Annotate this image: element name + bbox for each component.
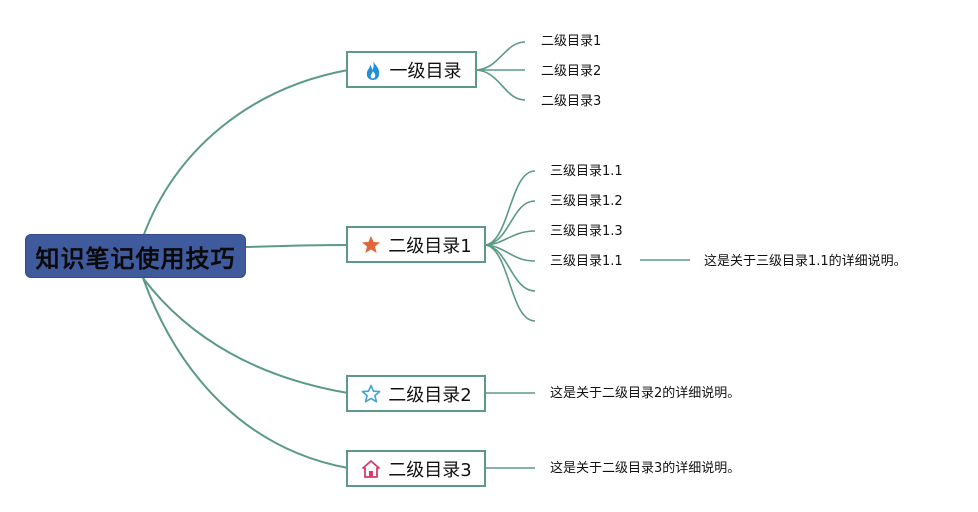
topic-node-1[interactable]: 一级目录 [346,51,477,88]
flame-icon [362,59,384,81]
subtopic-item[interactable]: 三级目录1.2 [550,194,623,209]
subtopic-item[interactable]: 三级目录1.1 [550,254,623,269]
connector-topic1-child3 [476,69,526,101]
connector-topic2-child1 [485,170,536,246]
connector-root-topic2 [245,244,349,248]
connector-root-topic4 [142,277,349,469]
connector-root-topic3 [142,277,349,394]
root-topic-label: 知识笔记使用技巧 [35,244,236,273]
subtopic-item[interactable]: 三级目录1.3 [550,224,623,239]
topic-label: 二级目录1 [388,235,472,257]
connector-root-topic1 [142,69,349,238]
topic-node-2[interactable]: 二级目录1 [346,226,486,263]
connector-topic1-child1 [476,41,526,71]
connector-topic2-child2 [485,200,536,246]
topic-node-3[interactable]: 二级目录2 [346,375,486,412]
topic-label: 二级目录2 [388,384,472,406]
subtopic-item[interactable]: 三级目录1.1 [550,164,623,179]
subtopic-detail[interactable]: 这是关于二级目录3的详细说明。 [550,461,741,476]
connector-topic2-child3 [485,230,536,246]
topic-label: 二级目录3 [388,459,472,481]
star-outline-icon [360,383,382,405]
star-filled-icon [360,234,382,256]
home-icon [360,458,382,480]
subtopic-item[interactable]: 二级目录1 [541,34,602,49]
topic-label: 一级目录 [389,60,462,82]
connector-topic2-child6 [485,244,536,322]
subtopic-item[interactable]: 二级目录3 [541,94,602,109]
topic-node-4[interactable]: 二级目录3 [346,450,486,487]
subtopic-detail[interactable]: 这是关于三级目录1.1的详细说明。 [704,254,907,269]
subtopic-item[interactable]: 二级目录2 [541,64,602,79]
subtopic-detail[interactable]: 这是关于二级目录2的详细说明。 [550,386,741,401]
root-topic[interactable]: 知识笔记使用技巧 [25,234,246,278]
